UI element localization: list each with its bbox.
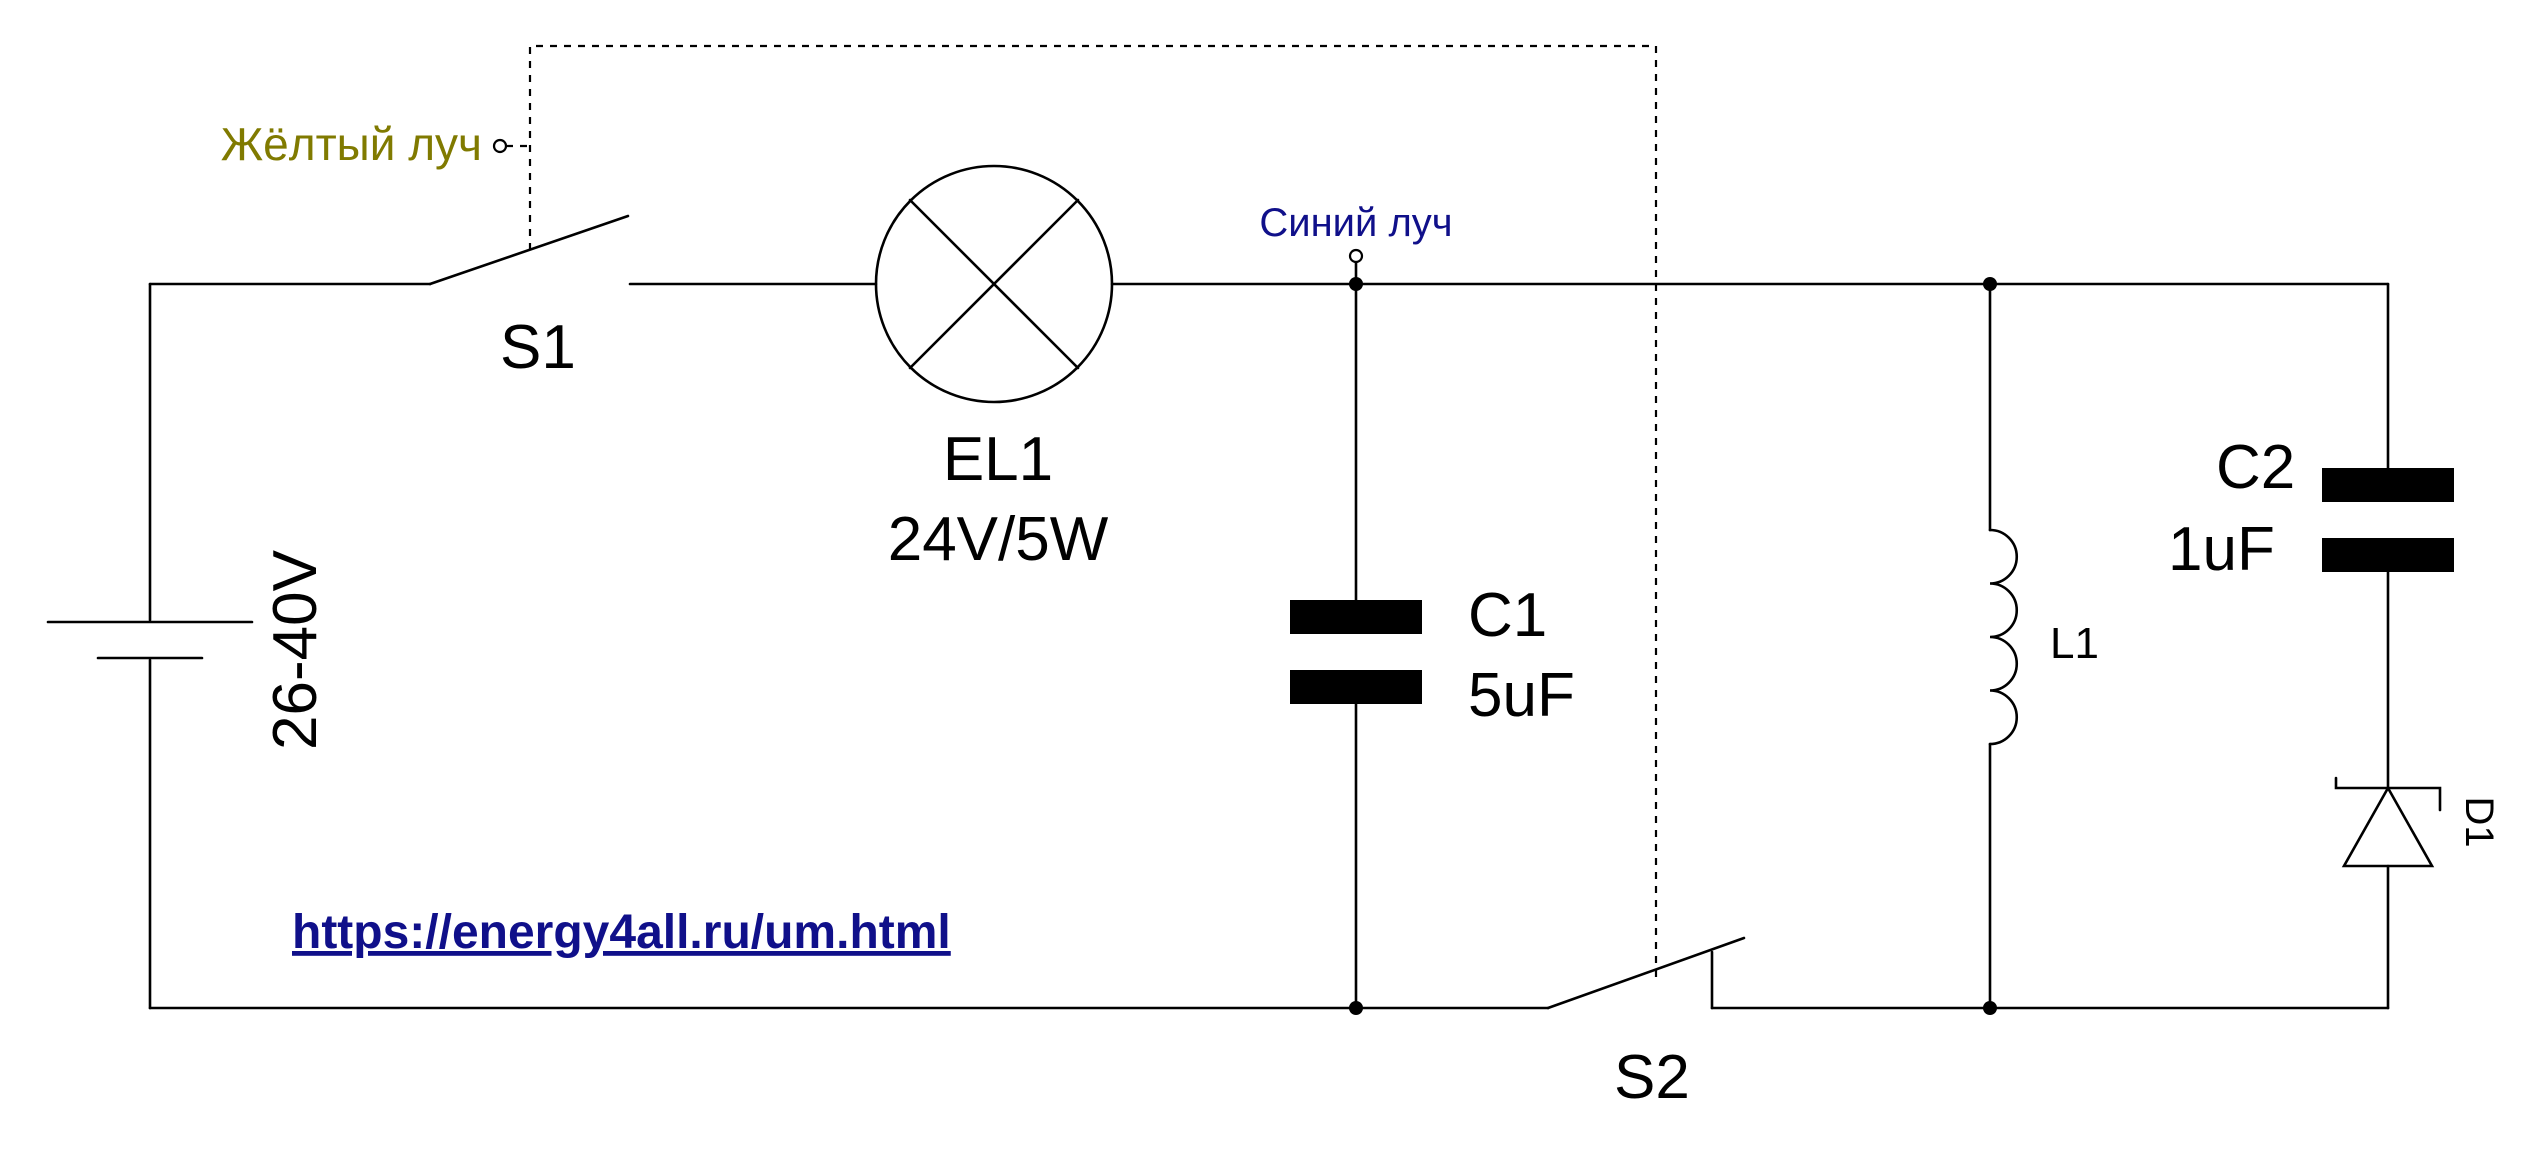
blue-probe-label: Синий луч <box>1259 201 1452 245</box>
c1-name-label: C1 <box>1468 581 1547 650</box>
switch-s2[interactable]: S2 <box>1546 936 1746 1112</box>
c2-name-label: C2 <box>2216 433 2295 502</box>
website-link[interactable]: https://energy4all.ru/um.html <box>292 906 951 959</box>
probe-blue[interactable]: Синий луч <box>1259 201 1453 286</box>
d1-label: D1 <box>2457 796 2501 847</box>
zener-diode-d1: D1 <box>2334 776 2501 868</box>
battery-voltage-label: 26-40V <box>261 549 330 750</box>
inductor-l1: L1 <box>1988 528 2099 746</box>
capacitor-c1: C1 5uF <box>1290 581 1575 730</box>
s1-label: S1 <box>500 313 576 382</box>
yellow-probe-label: Жёлтый луч <box>221 118 482 170</box>
lamp-el1: EL1 24V/5W <box>874 164 1114 574</box>
el1-name-label: EL1 <box>943 425 1053 494</box>
c1-value-label: 5uF <box>1468 661 1575 730</box>
capacitor-c2: C2 1uF <box>2168 433 2454 584</box>
probe-yellow[interactable]: Жёлтый луч <box>221 118 508 170</box>
switch-linkage <box>506 44 1658 978</box>
junctions <box>1349 277 1997 1015</box>
l1-label: L1 <box>2050 619 2099 668</box>
el1-rating-label: 24V/5W <box>888 505 1109 574</box>
c2-value-label: 1uF <box>2168 515 2275 584</box>
s2-label: S2 <box>1614 1043 1690 1112</box>
switch-s1[interactable]: S1 <box>428 214 630 382</box>
wires <box>148 282 2390 1010</box>
battery: 26-40V <box>46 549 330 750</box>
